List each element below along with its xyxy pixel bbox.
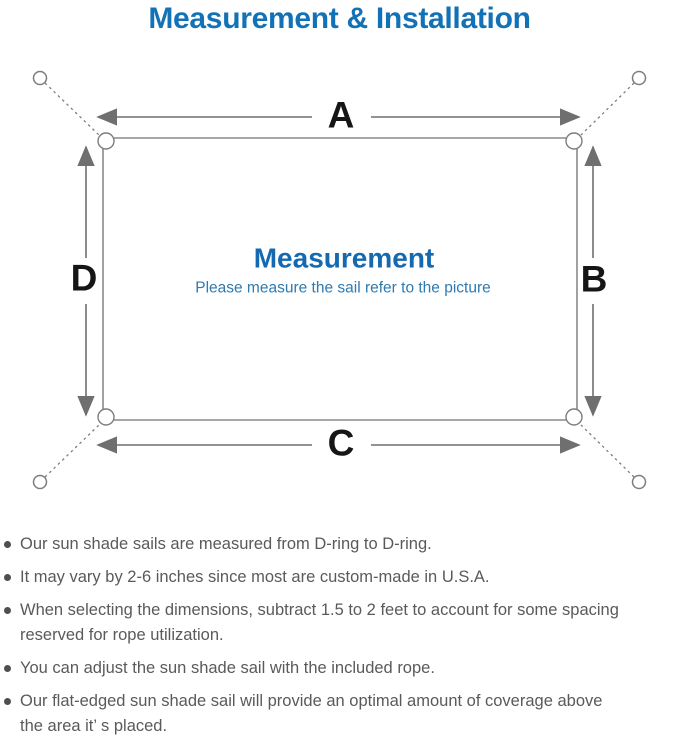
anchor-circle-icon [32,70,48,86]
note-text: It may vary by 2-6 inches since most are… [20,568,490,586]
d-ring-icon [565,408,583,426]
rope-bottom-right [580,424,635,478]
notes-list: Our sun shade sails are measured from D-… [4,532,675,747]
note-text: When selecting the dimensions, subtract … [20,601,619,644]
dimension-label-a: A [328,95,355,136]
anchor-circle-icon [631,474,647,490]
anchor-point-icons [32,70,647,490]
dimension-arrows [77,108,602,454]
shade-sail-outline [102,137,578,421]
note-item: Our flat-edged sun shade sail will provi… [4,689,675,739]
dimension-label-b: B [581,259,608,300]
bullet-icon [4,665,11,672]
dimension-label-d: D [71,258,98,299]
dimension-label-c: C [328,423,355,464]
rope-bottom-left [44,424,100,478]
note-item: Our sun shade sails are measured from D-… [4,532,675,557]
note-text: Our flat-edged sun shade sail will provi… [20,692,603,735]
bullet-icon [4,574,11,581]
bullet-icon [4,541,11,548]
corner-rope-lines [44,82,635,478]
diagram-center-subtitle: Please measure the sail refer to the pic… [195,280,491,297]
anchor-circle-icon [32,474,48,490]
rope-top-right [580,82,635,136]
bullet-icon [4,607,11,614]
note-item: You can adjust the sun shade sail with t… [4,656,675,681]
note-text: Our sun shade sails are measured from D-… [20,535,432,553]
note-text: You can adjust the sun shade sail with t… [20,659,435,677]
bullet-icon [4,698,11,705]
note-item: When selecting the dimensions, subtract … [4,598,675,648]
note-item: It may vary by 2-6 inches since most are… [4,565,675,590]
page-title: Measurement & Installation [148,2,531,35]
measurement-diagram: A D B C Measurement Please measure the s… [32,70,647,490]
rope-top-left [44,82,100,136]
diagram-center-title: Measurement [254,243,435,274]
anchor-circle-icon [631,70,647,86]
d-ring-icon [97,132,115,150]
d-ring-icon [97,408,115,426]
d-ring-icons [97,132,583,426]
d-ring-icon [565,132,583,150]
